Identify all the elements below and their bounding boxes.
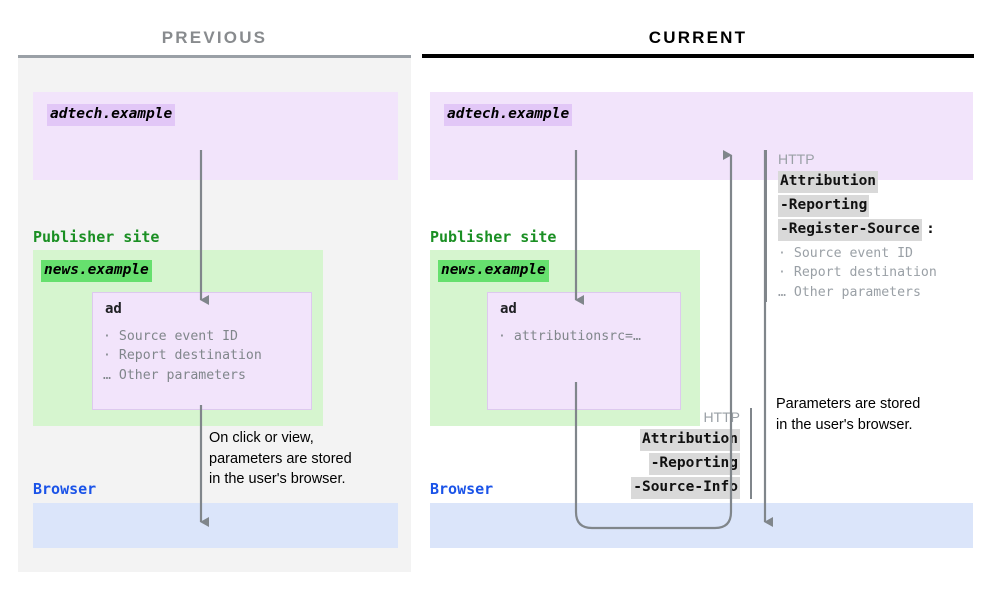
previous-ad-box: ad · Source event ID · Report destinatio…: [92, 292, 312, 410]
current-response-header-annotation: HTTP Attribution -Reporting -Register-So…: [765, 150, 975, 302]
current-adtech-origin-chip: adtech.example: [444, 104, 573, 126]
response-header-part-1: Attribution: [778, 169, 975, 193]
current-note: Parameters are stored in the user's brow…: [776, 396, 921, 433]
previous-note: On click or view, parameters are stored …: [209, 430, 352, 488]
response-header-part-2: -Reporting: [778, 193, 975, 217]
previous-browser-block: [33, 503, 398, 548]
previous-adtech-origin-chip: adtech.example: [47, 104, 176, 126]
response-header-part-3: -Register-Source :: [778, 217, 975, 241]
current-browser-label: Browser: [430, 480, 494, 498]
current-ad-box: ad · attributionsrc=…: [487, 292, 681, 410]
previous-publisher-origin-chip: news.example: [41, 260, 152, 282]
request-header-part-2: -Reporting: [585, 451, 740, 475]
previous-column-rule: [18, 55, 411, 58]
current-ad-parameters: · attributionsrc=…: [498, 329, 641, 344]
previous-publisher-label: Publisher site: [33, 228, 160, 246]
request-header-chip-source-info: -Source-Info: [631, 476, 740, 499]
previous-column-title: PREVIOUS: [161, 28, 268, 47]
current-publisher-label: Publisher site: [430, 228, 557, 246]
current-browser-block: [430, 503, 973, 548]
request-header-chip-reporting: -Reporting: [648, 452, 740, 475]
response-header-parameters: · Source event ID · Report destination ……: [778, 246, 937, 300]
current-publisher-origin-chip: news.example: [438, 260, 549, 282]
previous-ad-title: ad: [105, 301, 122, 317]
request-protocol-label: HTTP: [703, 409, 740, 425]
previous-adtech-block: adtech.example: [33, 92, 398, 180]
previous-browser-label: Browser: [33, 480, 97, 498]
response-header-chip-attribution: Attribution: [778, 171, 879, 193]
previous-ad-parameters: · Source event ID · Report destination ……: [103, 329, 262, 383]
current-column-rule: [422, 54, 974, 58]
response-protocol-label: HTTP: [778, 151, 815, 167]
request-header-part-3: -Source-Info: [585, 475, 740, 499]
current-column-title: CURRENT: [648, 28, 748, 47]
request-header-chip-attribution: Attribution: [639, 428, 740, 451]
response-header-chip-register-source: -Register-Source: [778, 219, 922, 241]
request-header-part-1: Attribution: [585, 427, 740, 451]
response-header-colon: :: [926, 221, 935, 237]
current-ad-title: ad: [500, 301, 517, 317]
current-request-header-annotation: HTTP Attribution -Reporting -Source-Info: [585, 408, 752, 499]
response-header-chip-reporting: -Reporting: [778, 195, 870, 217]
